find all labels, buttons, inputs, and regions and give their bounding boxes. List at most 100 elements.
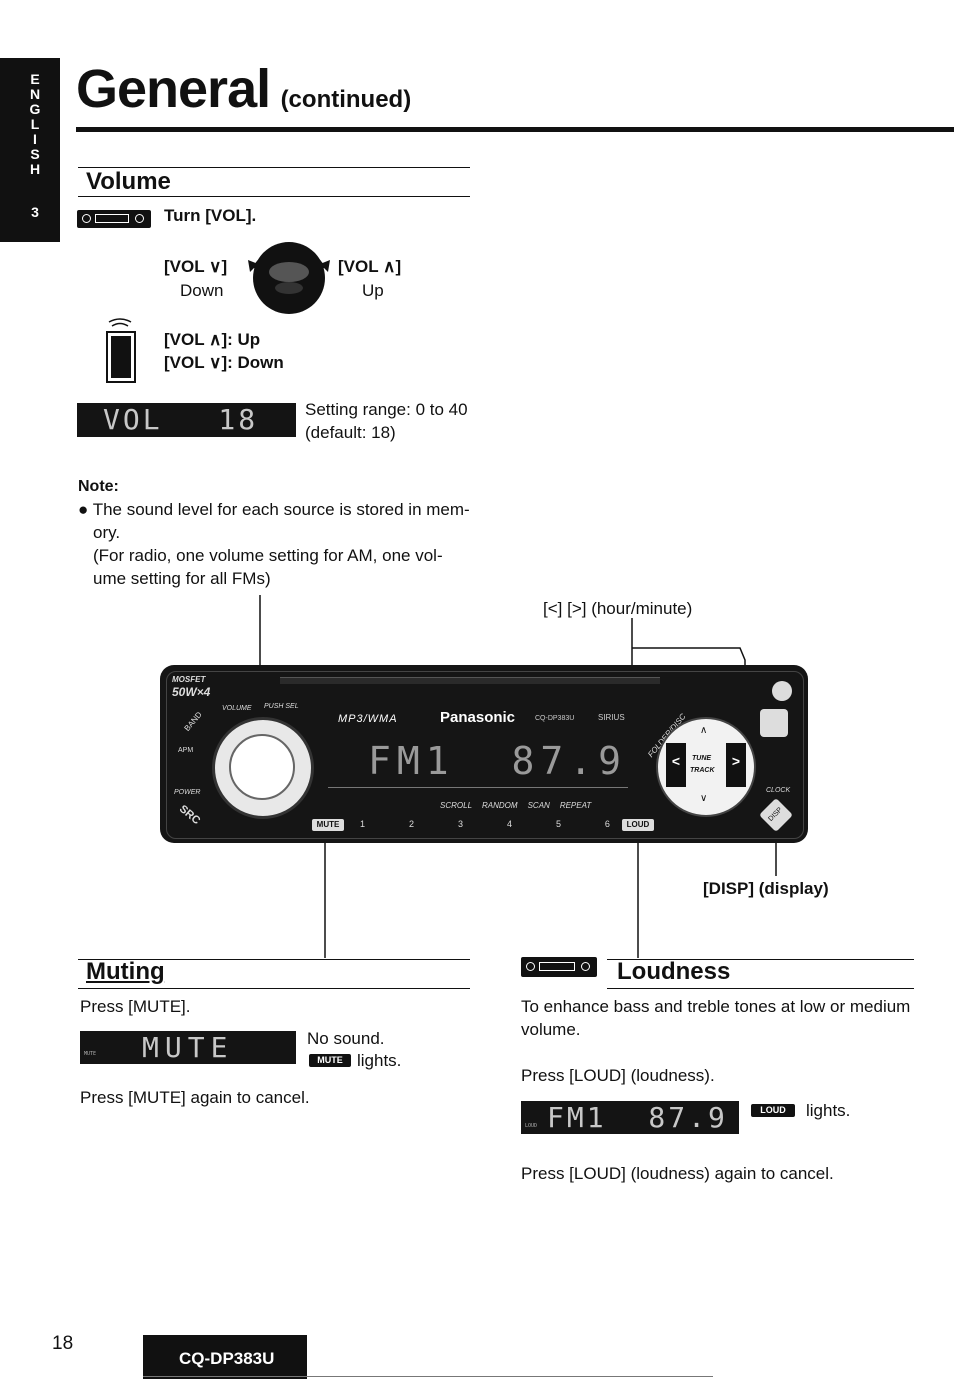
tab-letter: N [29,86,41,102]
function-buttons: SCROLL RANDOM SCAN REPEAT [440,801,620,813]
loudness-press: Press [LOUD] (loudness). [521,1066,715,1085]
bullet-icon: ● [78,500,93,519]
main-display-text: FM1 87.9 [368,739,628,783]
tab-letter: G [29,101,41,117]
main-unit-icon [77,210,151,228]
tab-letter: H [29,161,41,177]
loudness-desc-1: To enhance bass and treble tones at low … [521,997,911,1016]
power-rating: 50W×4 [172,685,211,699]
volume-label: VOLUME [222,705,252,712]
loud-lights: lights. [806,1101,851,1120]
release-button-icon[interactable] [772,681,792,701]
mp3-wma-label: MP3/WMA [338,713,398,725]
remote-vol-up: [VOL ∧]: Up [164,330,261,349]
volume-heading-box: Volume [78,167,470,197]
footer-rule [143,1376,713,1377]
note-body: ● The sound level for each source is sto… [78,498,478,590]
language-tab: E N G L I S H 3 [0,58,60,242]
main-display: FM1 87.9 [328,735,628,788]
preset-3-button[interactable]: 3 [457,819,463,829]
language-letters: E N G L I S H [27,72,43,177]
callout-disp-text: [DISP] (display) [703,879,829,898]
tab-letter: L [30,116,40,132]
callout-disp: [DISP] (display) [703,879,829,899]
apm-label: APM [178,747,194,754]
vol-down-label: [VOL ∨] [164,257,228,276]
power-label: POWER [174,789,201,796]
header-rule [76,127,954,132]
vol-down-desc: Down [180,281,224,300]
preset-buttons: 1 2 3 4 5 6 [360,819,610,831]
vol-up-label: [VOL ∧] [338,257,402,276]
mute-button[interactable]: MUTE [312,819,344,831]
preset-5-button[interactable]: 5 [555,819,561,829]
random-button[interactable]: RANDOM [482,801,518,810]
callout-hour-minute: [<] [>] (hour/minute) [543,599,693,618]
loudness-heading: Loudness [617,958,731,985]
seek-back-button[interactable]: < [666,743,686,787]
loud-indicator-chip: LOUD [751,1104,795,1117]
page-title: General [76,59,271,119]
mosfet-label: MOSFET [172,675,206,684]
loud-lcd-display: LOUD FM1 87.9 [521,1101,739,1134]
tune-track-dial[interactable]: < > TUNE TRACK ∧ ∨ [656,717,756,817]
mute-indicator-chip: MUTE [309,1054,351,1067]
note-heading: Note: [78,478,119,495]
down-arrow-icon[interactable]: ∨ [700,793,708,804]
scan-button[interactable]: SCAN [527,801,550,810]
loud-button[interactable]: LOUD [622,819,654,831]
note-line: ume setting for all FMs) [93,569,271,588]
page-number: 18 [52,1333,74,1354]
muting-heading: Muting [86,958,165,985]
model-footer-text: CQ-DP383U [179,1349,275,1368]
mute-lcd-text: MUTE [142,1031,234,1064]
loudness-cancel: Press [LOUD] (loudness) again to cancel. [521,1164,834,1183]
volume-knob-icon [248,242,330,314]
car-stereo-faceplate: MOSFET 50W×4 BAND APM POWER SRC VOLUME P… [160,665,808,843]
page-header: General (continued) [76,58,411,120]
loud-lcd-text: FM1 87.9 [547,1101,728,1134]
preset-2-button[interactable]: 2 [408,819,414,829]
remote-control-icon [106,318,136,383]
brand-logo: Panasonic [440,709,516,726]
disc-slot [280,677,660,684]
loudness-heading-box: Loudness [607,958,914,989]
up-arrow-icon[interactable]: ∧ [700,725,708,736]
volume-dial[interactable] [212,717,314,819]
repeat-button[interactable]: REPEAT [559,801,592,810]
note-line: (For radio, one volume setting for AM, o… [93,546,443,565]
seek-forward-button[interactable]: > [726,743,746,787]
model-small-label: CQ-DP383U [535,715,575,722]
loudness-desc-2: volume. [521,1020,581,1039]
muting-heading-box: Muting [78,958,470,989]
tune-label: TUNE [692,755,712,762]
muting-press: Press [MUTE]. [80,997,191,1016]
mute-lights: lights. [357,1051,402,1070]
section-number: 3 [31,204,39,220]
push-label: PUSH SEL [264,703,299,710]
clock-label: CLOCK [766,787,791,794]
loud-unit-icon [521,957,597,977]
volume-instruction: Turn [VOL]. [164,206,257,225]
note-line: ory. [93,523,121,542]
loud-lcd-small: LOUD [525,1123,538,1129]
tab-letter: S [30,146,40,162]
note-line: The sound level for each source is store… [92,500,470,519]
tab-letter: E [30,71,40,87]
remote-vol-down: [VOL ∨]: Down [164,353,284,372]
preset-6-button[interactable]: 6 [604,819,610,829]
preset-4-button[interactable]: 4 [506,819,512,829]
mute-no-sound: No sound. [307,1029,385,1048]
preset-1-button[interactable]: 1 [360,819,366,829]
setting-range: Setting range: 0 to 40 [305,400,468,419]
scroll-button[interactable]: SCROLL [440,801,473,810]
volume-heading: Volume [86,168,171,195]
sirius-label: SIRIUS [598,713,625,722]
volume-lcd-text: VOL 18 [103,403,259,436]
vol-up-desc: Up [362,281,384,300]
model-footer-box: CQ-DP383U [143,1335,307,1379]
page-subtitle: (continued) [280,86,412,113]
eject-button-icon[interactable] [760,709,788,737]
mute-cancel: Press [MUTE] again to cancel. [80,1088,310,1107]
track-label: TRACK [690,767,715,774]
